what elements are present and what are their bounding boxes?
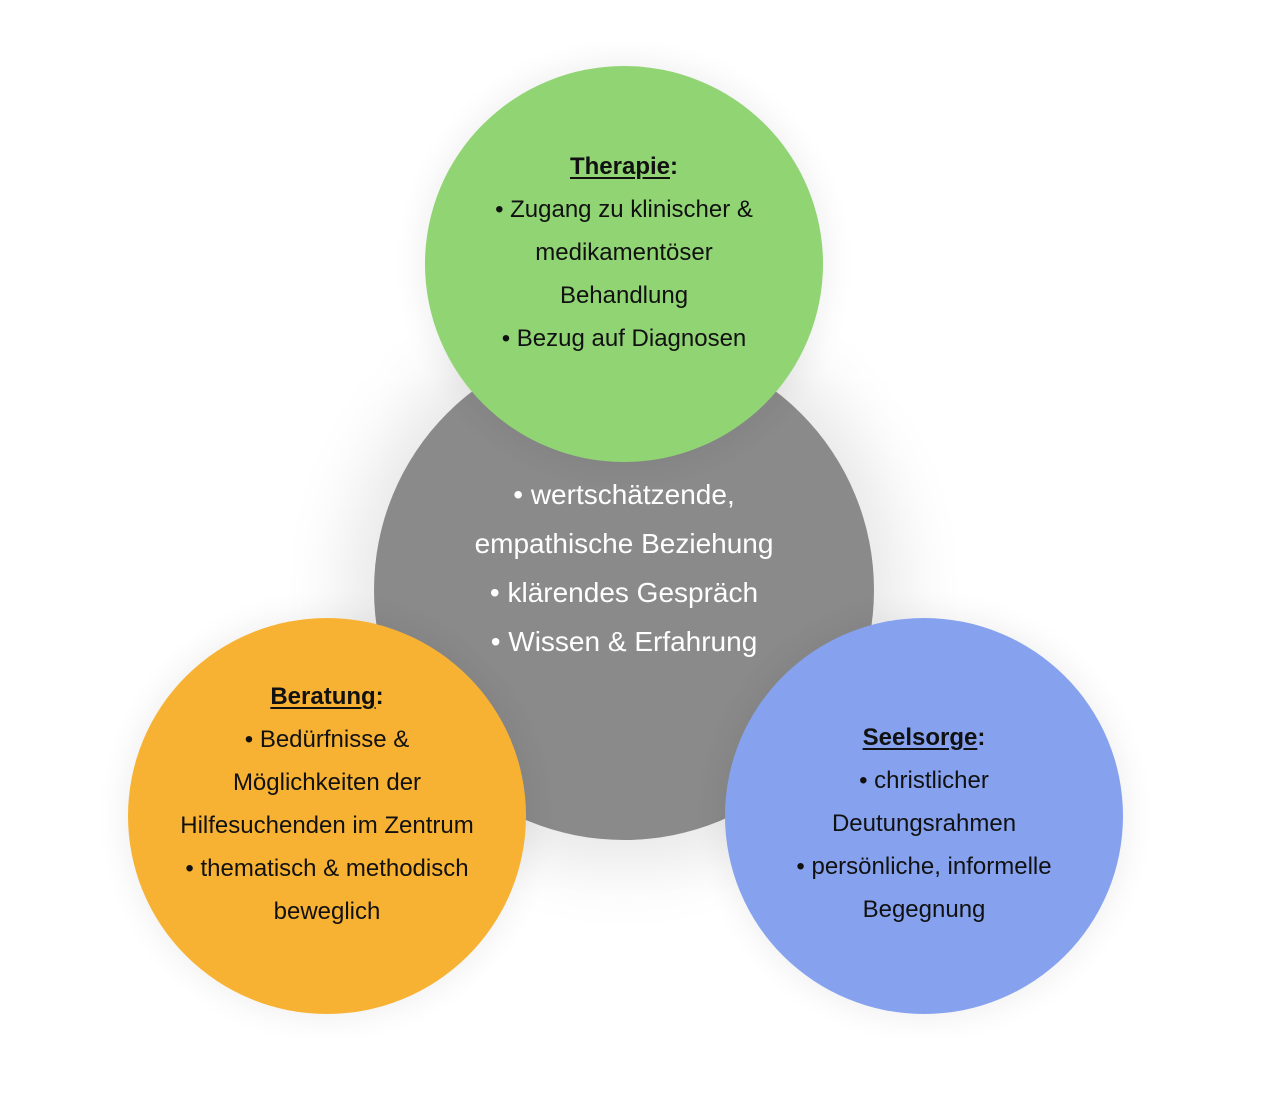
- center-line: empathische Beziehung: [474, 528, 774, 559]
- seelsorge-line: • christlicher: [859, 766, 989, 794]
- beratung-title-text: Beratung: [270, 683, 376, 710]
- therapie-line: medikamentöser: [535, 238, 713, 266]
- seelsorge-title-colon: :: [977, 723, 986, 751]
- therapie-title-text: Therapie: [569, 152, 671, 180]
- beratung-line: Hilfesuchenden im Zentrum: [180, 812, 474, 839]
- center-line: • wertschätzende,: [513, 479, 735, 510]
- therapie-line: • Zugang zu klinischer &: [495, 195, 753, 223]
- seelsorge-circle: Seelsorge: • christlicher Deutungsrahmen…: [725, 618, 1123, 1014]
- therapie-line: Behandlung: [559, 281, 689, 309]
- therapie-circle: Therapie: • Zugang zu klinischer & medik…: [425, 66, 823, 462]
- beratung-title: Beratung:: [270, 675, 383, 718]
- beratung-circle: Beratung: • Bedürfnisse & Möglichkeiten …: [128, 618, 526, 1014]
- beratung-title-colon: :: [375, 683, 384, 710]
- beratung-line: • thematisch & methodisch: [185, 855, 469, 882]
- therapie-line: • Bezug auf Diagnosen: [501, 324, 747, 352]
- seelsorge-line: Begegnung: [862, 895, 986, 923]
- therapie-title-colon: :: [670, 152, 679, 180]
- beratung-line: Möglichkeiten der: [232, 769, 422, 796]
- beratung-line: • Bedürfnisse &: [244, 726, 410, 753]
- therapie-title: Therapie:: [570, 145, 678, 188]
- seelsorge-title: Seelsorge:: [863, 716, 986, 759]
- seelsorge-line: Deutungsrahmen: [831, 809, 1017, 837]
- center-line: • Wissen & Erfahrung: [490, 626, 758, 657]
- seelsorge-line: • persönliche, informelle: [796, 852, 1052, 880]
- seelsorge-title-text: Seelsorge: [862, 723, 978, 751]
- center-line: • klärendes Gespräch: [489, 577, 759, 608]
- beratung-line: beweglich: [273, 898, 381, 925]
